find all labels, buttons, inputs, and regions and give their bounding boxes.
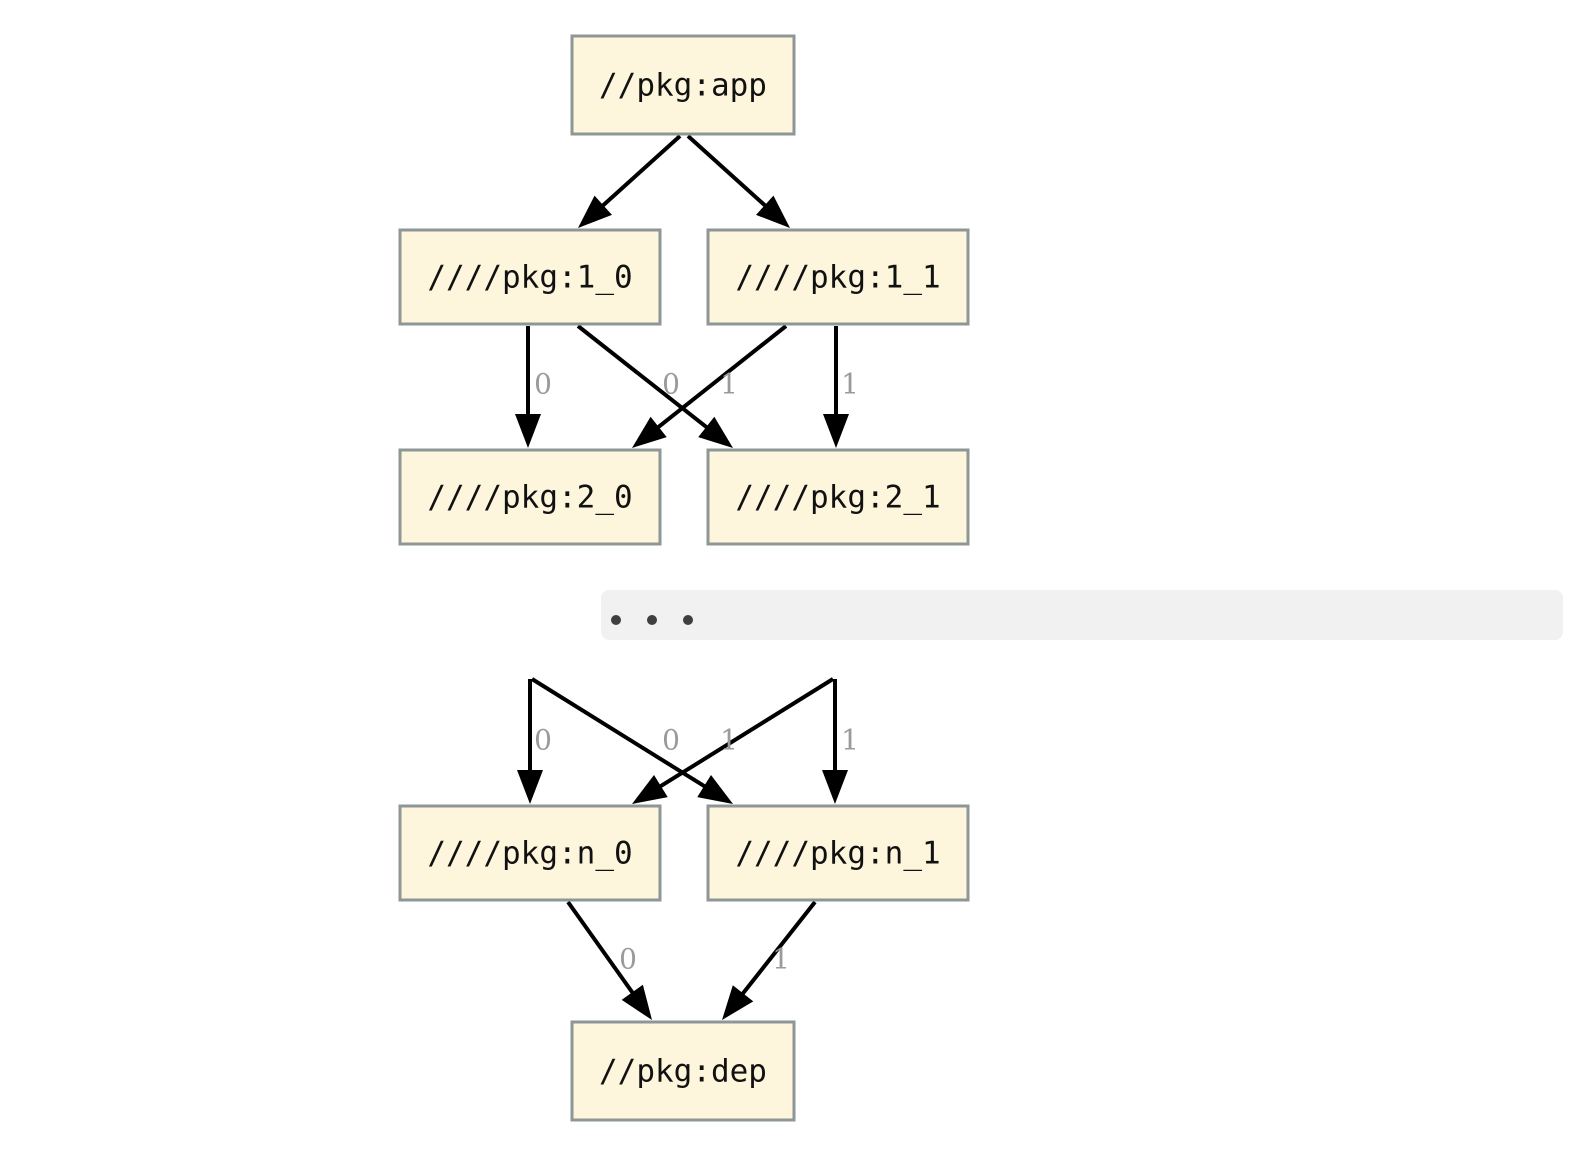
node-label: ////pkg:2_1 (735, 480, 940, 516)
node-label: //pkg:app (599, 68, 767, 104)
node-box[interactable] (570, 1020, 796, 1122)
edge-label: 0 (534, 368, 552, 401)
node-label: ////pkg:n_0 (427, 836, 632, 872)
graph-node-n2_0[interactable]: ////pkg:2_0 (398, 448, 662, 546)
edge-line (597, 134, 682, 211)
graph-edge (632, 677, 835, 804)
edge-arrowhead-icon (621, 984, 652, 1020)
node-box[interactable] (398, 804, 662, 902)
graph-edge (578, 134, 682, 228)
edge-arrowhead-icon (632, 416, 667, 448)
edge-line (654, 677, 835, 791)
edge-arrowhead-icon (697, 775, 733, 804)
node-box[interactable] (570, 34, 796, 136)
node-box[interactable] (706, 228, 970, 326)
node-label: ////pkg:1_1 (735, 260, 940, 296)
graph-edge (822, 679, 848, 804)
graph-node-n1_0[interactable]: ////pkg:1_0 (398, 228, 662, 326)
edge-label: 0 (534, 724, 552, 757)
edge-label: 1 (841, 368, 859, 401)
edge-label: 1 (720, 368, 738, 401)
node-label: ////pkg:2_0 (427, 480, 632, 516)
edge-arrowhead-icon (632, 775, 668, 804)
edge-line (652, 324, 788, 433)
graph-edge (686, 134, 790, 228)
edge-arrowhead-icon (823, 414, 849, 448)
ellipsis-dot-icon (611, 615, 621, 625)
edge-labels-layer: 0 0 1 1 0 0 1 1 0 1 (534, 368, 859, 976)
graph-edge (566, 900, 652, 1020)
edge-label: 0 (662, 724, 680, 757)
graph-edge (517, 679, 543, 804)
edge-line (737, 900, 817, 1000)
graph-node-n2_1[interactable]: ////pkg:2_1 (706, 448, 970, 546)
node-box[interactable] (706, 804, 970, 902)
edge-line (686, 134, 771, 211)
edge-label: 0 (619, 943, 637, 976)
graph-edge (576, 324, 733, 448)
edge-arrowhead-icon (578, 195, 612, 228)
edge-line (576, 324, 713, 433)
edge-arrowhead-icon (756, 195, 790, 228)
node-box[interactable] (398, 448, 662, 546)
graph-node-n1_1[interactable]: ////pkg:1_1 (706, 228, 970, 326)
edge-label: 1 (720, 724, 738, 757)
edge-arrowhead-icon (515, 414, 541, 448)
edge-line (530, 677, 711, 791)
edge-label: 1 (841, 724, 859, 757)
graph-node-nn_0[interactable]: ////pkg:n_0 (398, 804, 662, 902)
edge-arrowhead-icon (722, 985, 754, 1020)
graph-edge (515, 326, 541, 448)
nodes-layer: //pkg:app ////pkg:1_0 ////pkg:1_1 ////pkg:2… (398, 34, 970, 1122)
graph-edge (722, 900, 817, 1020)
edge-arrowhead-icon (822, 770, 848, 804)
graph-edge (823, 326, 849, 448)
node-box[interactable] (706, 448, 970, 546)
graph-node-nn_1[interactable]: ////pkg:n_1 (706, 804, 970, 902)
node-label: ////pkg:n_1 (735, 836, 940, 872)
graph-node-app[interactable]: //pkg:app (570, 34, 796, 136)
edge-arrowhead-icon (517, 770, 543, 804)
edges-layer (515, 134, 849, 1020)
node-label: //pkg:dep (599, 1054, 767, 1090)
node-label: ////pkg:1_0 (427, 260, 632, 296)
ellipsis-dot-icon (647, 615, 657, 625)
edge-label: 1 (772, 943, 790, 976)
graph-node-dep[interactable]: //pkg:dep (570, 1020, 796, 1122)
graph-edge (530, 677, 733, 804)
graph-edge (632, 324, 788, 448)
edge-line (566, 900, 638, 999)
node-box[interactable] (398, 228, 662, 326)
edge-label: 0 (662, 368, 680, 401)
ellipsis-dot-icon (683, 615, 693, 625)
truncation-band-layer (601, 590, 1563, 640)
truncation-band (601, 590, 1563, 640)
edge-arrowhead-icon (698, 416, 733, 448)
